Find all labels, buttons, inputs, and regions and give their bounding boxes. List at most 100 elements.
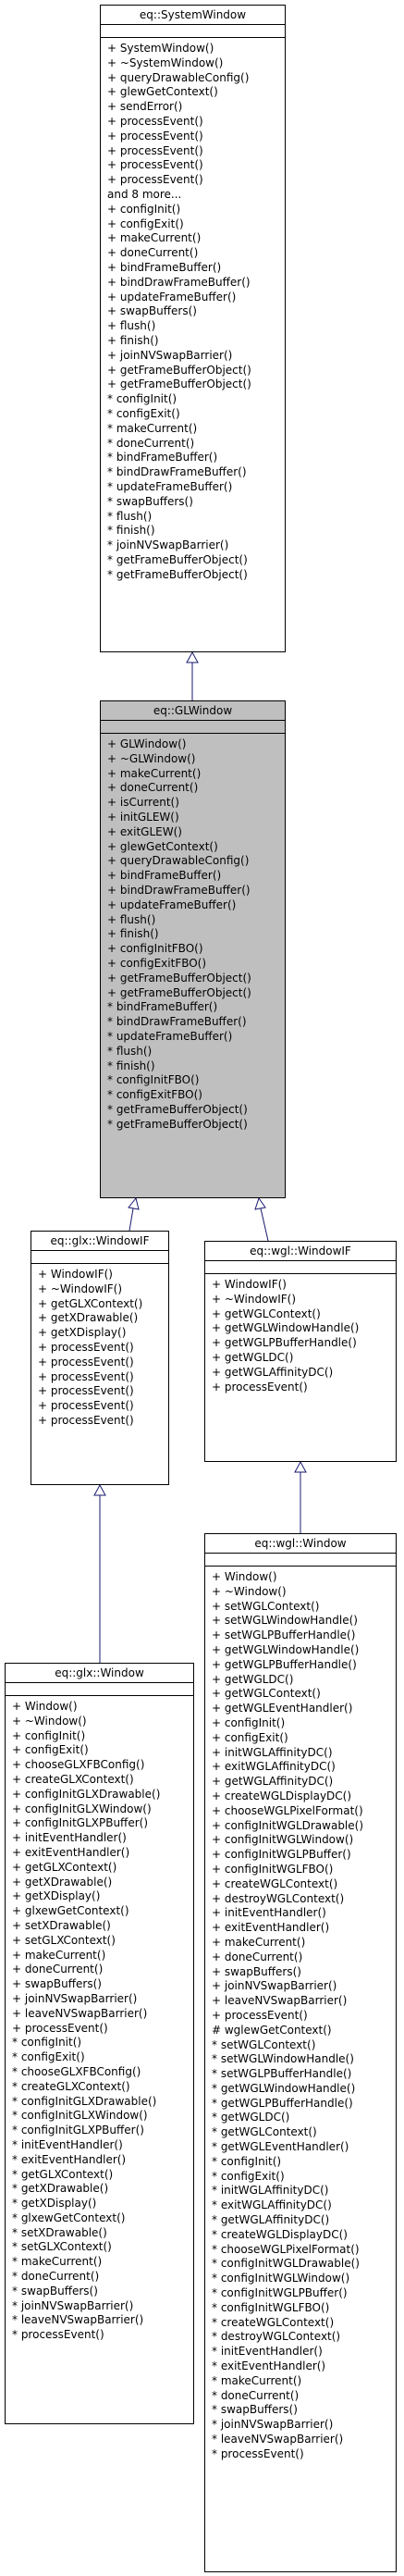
member-item[interactable]: + getFrameBufferObject()	[107, 971, 251, 985]
member-item[interactable]: + GLWindow()	[107, 737, 187, 750]
member-item[interactable]: + configExitFBO()	[107, 956, 207, 970]
member-item[interactable]: + makeCurrent()	[12, 1948, 106, 1962]
member-item[interactable]: + getWGLWindowHandle()	[212, 1321, 360, 1335]
member-item[interactable]: * exitEventHandler()	[12, 2152, 127, 2166]
member-item[interactable]: * makeCurrent()	[212, 2373, 302, 2387]
member-item[interactable]: * doneCurrent()	[107, 436, 195, 450]
member-item[interactable]: + exitEventHandler()	[12, 1845, 130, 1859]
member-item[interactable]: + glewGetContext()	[107, 85, 218, 99]
member-item[interactable]: + updateFrameBuffer()	[107, 898, 237, 911]
member-item[interactable]: + processEvent()	[107, 129, 203, 142]
member-item[interactable]: + getFrameBufferObject()	[107, 378, 251, 391]
member-item[interactable]: + processEvent()	[38, 1384, 134, 1398]
member-item[interactable]: * configInit()	[107, 392, 178, 406]
member-item[interactable]: + destroyWGLContext()	[212, 1891, 345, 1905]
member-item[interactable]: * configInit()	[12, 2036, 82, 2050]
member-item[interactable]: * setWGLContext()	[212, 2037, 316, 2051]
member-item[interactable]: * configInit()	[212, 2154, 282, 2168]
member-item[interactable]: + doneCurrent()	[107, 246, 199, 260]
member-item[interactable]: + WindowIF()	[38, 1268, 113, 1281]
member-item[interactable]: + ~GLWindow()	[107, 751, 196, 765]
member-item[interactable]: + getXDrawable()	[12, 1875, 113, 1889]
member-item[interactable]: * getFrameBufferObject()	[107, 1117, 248, 1131]
member-item[interactable]: * configExit()	[212, 2169, 285, 2183]
member-item[interactable]: + swapBuffers()	[12, 1977, 102, 1991]
member-item[interactable]: * doneCurrent()	[212, 2388, 300, 2402]
member-item[interactable]: * exitEventHandler()	[212, 2359, 326, 2373]
member-item[interactable]: + getGLXContext()	[12, 1860, 117, 1874]
member-item[interactable]: + ~Window()	[12, 1714, 87, 1728]
member-item[interactable]: + initEventHandler()	[212, 1906, 326, 1920]
member-item[interactable]: + joinNVSwapBarrier()	[107, 348, 233, 362]
member-item[interactable]: + queryDrawableConfig()	[107, 854, 250, 868]
member-item[interactable]: + processEvent()	[212, 1380, 308, 1393]
member-item[interactable]: + initEventHandler()	[12, 1831, 127, 1845]
member-item[interactable]: + createWGLContext()	[212, 1876, 338, 1890]
member-item[interactable]: * initEventHandler()	[212, 2345, 323, 2359]
member-item[interactable]: + processEvent()	[107, 158, 203, 172]
member-item[interactable]: * getWGLWindowHandle()	[212, 2081, 356, 2095]
member-item[interactable]: * makeCurrent()	[107, 421, 198, 435]
member-item[interactable]: * glxewGetContext()	[12, 2211, 126, 2224]
member-item[interactable]: + bindFrameBuffer()	[107, 869, 222, 883]
member-item[interactable]: + configInitFBO()	[107, 942, 203, 956]
member-item[interactable]: * bindFrameBuffer()	[107, 451, 218, 464]
member-item[interactable]: * leaveNVSwapBarrier()	[212, 2433, 344, 2446]
member-item[interactable]: + processEvent()	[212, 2008, 308, 2022]
member-item[interactable]: * configInitFBO()	[107, 1073, 200, 1087]
member-item[interactable]: * configExit()	[12, 2050, 85, 2064]
member-item[interactable]: + ~WindowIF()	[38, 1282, 123, 1295]
member-item[interactable]: * makeCurrent()	[12, 2255, 103, 2269]
member-item[interactable]: + doneCurrent()	[107, 781, 199, 795]
member-item[interactable]: * processEvent()	[12, 2328, 104, 2342]
member-item[interactable]: * setXDrawable()	[12, 2225, 107, 2239]
member-item[interactable]: + configInitGLXWindow()	[12, 1802, 152, 1815]
member-item[interactable]: * finish()	[107, 524, 155, 538]
member-item[interactable]: + ~Window()	[212, 1584, 287, 1598]
member-item[interactable]: + getXDisplay()	[38, 1326, 127, 1340]
member-item[interactable]: * configExitFBO()	[107, 1088, 202, 1102]
member-item[interactable]: + setWGLPBufferHandle()	[212, 1629, 356, 1642]
member-item[interactable]: + configInitWGLFBO()	[212, 1862, 334, 1876]
member-item[interactable]: + getGLXContext()	[38, 1296, 143, 1310]
member-item[interactable]: * initWGLAffinityDC()	[212, 2184, 329, 2198]
member-item[interactable]: * setWGLWindowHandle()	[212, 2052, 354, 2066]
member-item[interactable]: + createGLXContext()	[12, 1772, 134, 1786]
member-item[interactable]: + getXDisplay()	[12, 1889, 101, 1903]
member-item[interactable]: + leaveNVSwapBarrier()	[212, 1994, 348, 2008]
member-item[interactable]: * getWGLEventHandler()	[212, 2140, 349, 2154]
member-item[interactable]: + getWGLDC()	[212, 1350, 294, 1364]
member-item[interactable]: + processEvent()	[38, 1355, 134, 1368]
member-item[interactable]: + processEvent()	[38, 1399, 134, 1413]
member-item[interactable]: * createWGLDisplayDC()	[212, 2227, 348, 2241]
member-item[interactable]: * updateFrameBuffer()	[107, 479, 233, 493]
member-item[interactable]: + setXDrawable()	[12, 1918, 111, 1932]
member-item[interactable]: + doneCurrent()	[12, 1963, 104, 1976]
member-item[interactable]: + createWGLDisplayDC()	[212, 1789, 352, 1802]
member-item[interactable]: + configInitWGLWindow()	[212, 1833, 354, 1847]
member-item[interactable]: + isCurrent()	[107, 796, 179, 810]
member-item[interactable]: + joinNVSwapBarrier()	[212, 1979, 337, 1993]
member-item[interactable]: * setWGLPBufferHandle()	[212, 2067, 352, 2081]
member-item[interactable]: + getWGLAffinityDC()	[212, 1775, 334, 1789]
member-item[interactable]: * getFrameBufferObject()	[107, 1102, 248, 1116]
member-item[interactable]: + getWGLContext()	[212, 1307, 321, 1320]
member-item[interactable]: + configExit()	[12, 1743, 89, 1757]
member-item[interactable]: * chooseGLXFBConfig()	[12, 2064, 141, 2078]
member-item[interactable]: * joinNVSwapBarrier()	[12, 2298, 134, 2312]
member-item[interactable]: * getWGLDC()	[212, 2111, 290, 2124]
member-item[interactable]: + setWGLContext()	[212, 1599, 320, 1613]
member-item[interactable]: + flush()	[107, 912, 156, 926]
member-item[interactable]: + getWGLAffinityDC()	[212, 1365, 334, 1379]
member-item[interactable]: + doneCurrent()	[212, 1950, 303, 1963]
class-box-wgl-window[interactable]: eq::wgl::Window + Window()+ ~Window()+ s…	[204, 1533, 397, 2572]
member-item[interactable]: + configInitGLXDrawable()	[12, 1787, 161, 1801]
member-item[interactable]: * configInitWGLFBO()	[212, 2300, 330, 2314]
class-box-system-window[interactable]: eq::SystemWindow + SystemWindow()+ ~Syst…	[100, 5, 286, 652]
member-item[interactable]: + configInit()	[12, 1728, 86, 1742]
member-item[interactable]: * getWGLPBufferHandle()	[212, 2096, 353, 2110]
member-item[interactable]: + processEvent()	[38, 1413, 134, 1427]
member-item[interactable]: + getWGLWindowHandle()	[212, 1642, 360, 1656]
member-item[interactable]: * bindDrawFrameBuffer()	[107, 465, 247, 479]
member-item[interactable]: * bindFrameBuffer()	[107, 1000, 218, 1014]
